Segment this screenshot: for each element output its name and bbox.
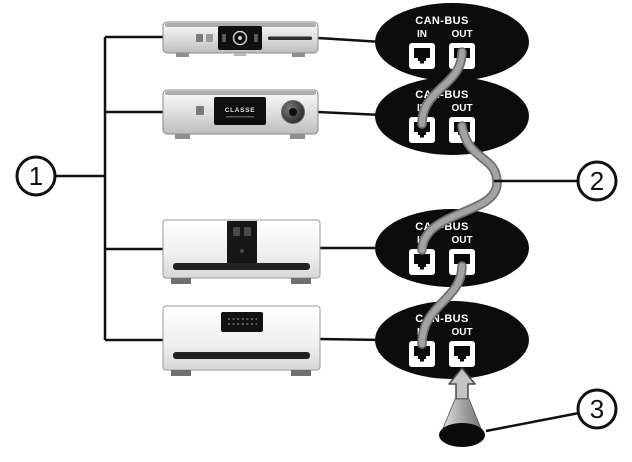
canbus-callout-4: CAN-BUS IN OUT [375,301,529,379]
canbus-cable-1 [419,49,465,127]
disc-hub-icon [238,36,242,40]
terminator-base [439,423,485,447]
device-1-button-a [196,34,203,42]
canbus-out-label-3: OUT [451,235,472,246]
device-3-center-panel [227,221,257,263]
device-3-foot-right [291,278,311,284]
device-2-foot-right [290,134,305,139]
canbus-in-port-icon-1 [409,43,435,69]
canbus-cables [417,47,502,349]
device-3-indicator-right [244,227,251,236]
device-2-top-edge [165,91,316,95]
canbus-title-1: CAN-BUS [415,15,469,27]
connector-line-device-1 [317,36,383,44]
device-2-display [214,97,266,125]
device-3-foot-left [171,278,191,284]
device-1-disc-slot [268,36,312,40]
canbus-in-label-1: IN [417,29,427,40]
connector-line-device-2 [317,110,383,117]
device-1-foot-center [234,53,246,56]
device-4-vent-slot [173,352,310,359]
device-stereo-amplifier [162,219,321,284]
device-1-button-b [206,34,213,42]
connector-line-device-4 [319,337,383,342]
device-1-foot-left [176,53,189,57]
device-1-display-mark-left [222,34,226,42]
device-mono-amplifier [162,305,321,376]
device-preamp-processor: CLASSE [162,89,319,139]
device-3-indicator-left [233,227,240,236]
volume-knob-center [289,108,297,116]
device-4-foot-right [291,370,311,376]
device-2-foot-left [175,134,190,139]
callout-2-group: 2 [494,160,618,202]
device-1-foot-right [292,53,305,57]
device-3-standby-led [240,249,244,253]
callout-3-label: 3 [590,394,604,424]
callout-2-label: 2 [590,166,604,196]
callout-3-leader-line [485,411,580,433]
canbus-callout-2: CAN-BUS IN OUT [375,77,529,155]
callout-1-group: 1 [15,35,163,342]
terminator-plug-group [439,367,485,447]
disc-icon [232,30,248,46]
canbus-cable-3 [419,263,465,347]
device-cd-transport [162,21,319,57]
canbus-out-label-4: OUT [451,327,472,338]
device-2-display-underline [226,116,254,118]
canbus-out-label-2: OUT [451,103,472,114]
device-4-display [221,312,263,332]
callout-2-circle [576,160,618,202]
callout-3-circle [576,388,618,430]
device-1-display-mark-right [254,34,258,42]
device-4-foot-left [171,370,191,376]
device-2-display-text: CLASSE [225,107,256,114]
callout-1-circle [15,155,57,197]
device-1-top-edge [165,23,316,27]
callout-3-group: 3 [485,388,618,433]
device-3-vent-slot [173,263,310,270]
callout-1-label: 1 [29,161,43,191]
canbus-out-port-icon-4 [449,341,475,367]
canbus-cable-2 [419,123,501,253]
canbus-out-label-1: OUT [451,29,472,40]
canbus-callout-1: CAN-BUS IN OUT [375,3,529,81]
device-2-button [196,106,204,115]
